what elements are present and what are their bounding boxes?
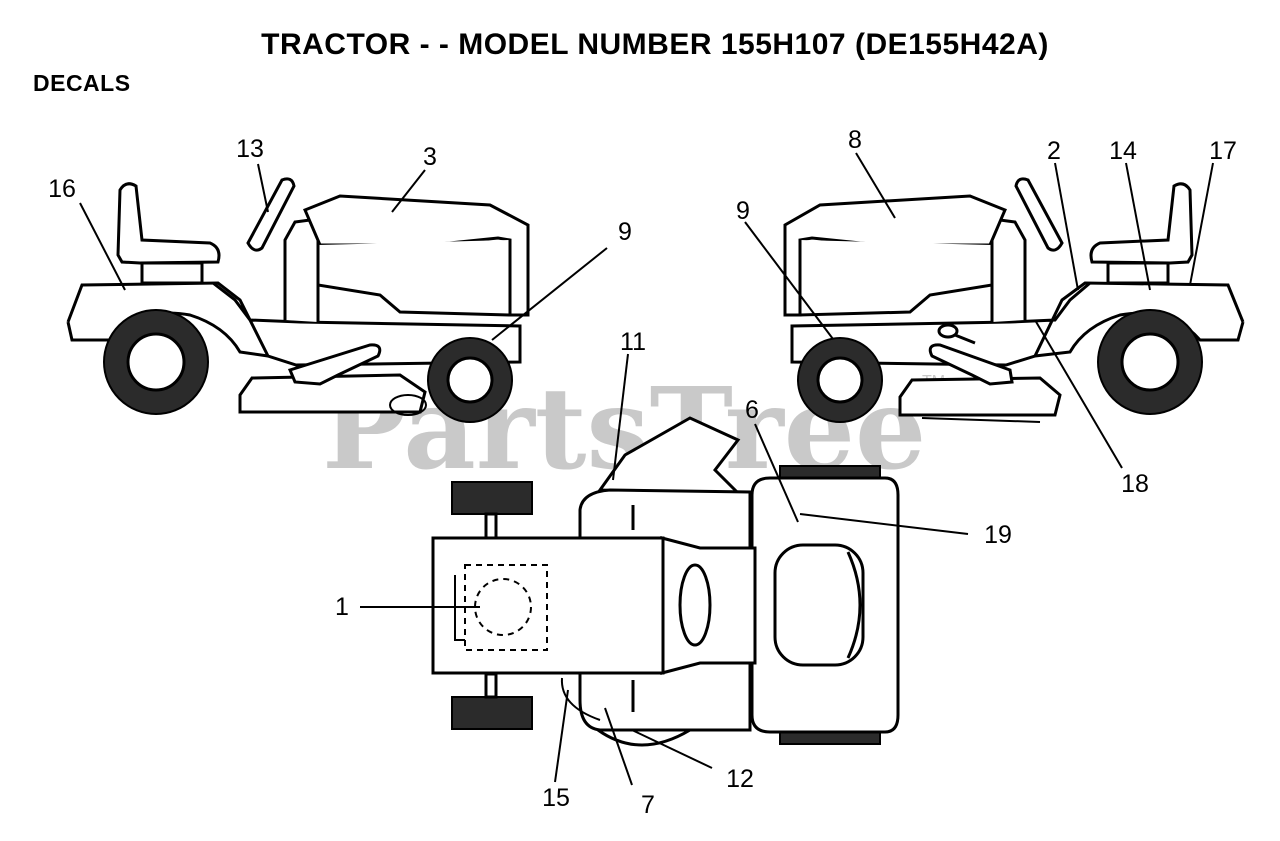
right-rear-hub: [1120, 332, 1180, 392]
callout-16: 16: [48, 175, 76, 203]
callout-14: 14: [1109, 137, 1137, 165]
leader-9-left: [491, 247, 608, 341]
callout-11: 11: [620, 328, 646, 356]
leader-11: [612, 353, 629, 481]
right-steering-wheel: [1014, 177, 1064, 252]
callout-17: 17: [1209, 137, 1237, 165]
callout-2: 2: [1047, 137, 1061, 165]
section-label: DECALS: [33, 70, 131, 96]
leader-lines: [79, 152, 1214, 786]
leader-9-right: [744, 221, 834, 340]
left-hood-side: [316, 240, 512, 317]
top-deck-skirt: [597, 728, 691, 747]
top-hood-decal-edge: [454, 575, 465, 641]
right-seat-base: [1106, 261, 1170, 285]
left-front-hub: [446, 356, 494, 404]
leader-2: [1054, 162, 1079, 291]
page-title: TRACTOR - - MODEL NUMBER 155H107 (DE155H…: [261, 28, 1049, 61]
callout-3: 3: [423, 143, 437, 171]
leader-7: [604, 707, 633, 786]
leader-16: [79, 202, 126, 291]
left-rear-hub: [126, 332, 186, 392]
top-steering-wheel: [678, 563, 712, 647]
tractor-top-view: [431, 416, 900, 747]
callout-12: 12: [726, 765, 754, 793]
callout-13: 13: [236, 135, 264, 163]
right-hood-side: [798, 240, 994, 317]
leader-3: [391, 169, 426, 213]
left-foot-board: [287, 343, 382, 386]
left-seat-base: [140, 261, 204, 285]
left-seat: [116, 182, 221, 265]
right-steering-column: [990, 218, 1027, 322]
right-lift-lever-knob: [937, 323, 959, 339]
left-mower-deck: [238, 373, 427, 414]
leader-14: [1125, 162, 1151, 291]
top-front-tire-lower: [451, 696, 533, 730]
right-deck-skid: [921, 417, 1041, 423]
leader-12: [631, 729, 713, 769]
right-front-hub: [816, 356, 864, 404]
callout-labels: 16 13 3 9 9 8 2 14 17 18 11 6 19 1 12 7 …: [48, 126, 1237, 819]
leader-17: [1189, 162, 1214, 286]
leader-18: [1034, 319, 1123, 469]
top-seat-back: [846, 551, 862, 659]
top-rear-hitch: [560, 677, 601, 721]
right-mower-deck: [898, 376, 1062, 417]
top-seat: [773, 543, 865, 667]
callout-8: 8: [848, 126, 862, 154]
left-deck-chute: [389, 394, 427, 416]
leader-15: [554, 689, 569, 783]
tractor-left-side-view: [66, 177, 530, 423]
callout-9-left: 9: [618, 218, 632, 246]
top-hood-decal-circle: [474, 578, 532, 636]
callout-1: 1: [335, 593, 349, 621]
leader-8: [855, 152, 896, 219]
top-front-axle-upper: [484, 512, 498, 540]
leader-13: [257, 163, 269, 213]
leader-6: [754, 423, 799, 523]
callout-15: 15: [542, 784, 570, 812]
right-lift-lever: [954, 333, 976, 345]
callout-7: 7: [641, 791, 655, 819]
right-foot-board: [928, 343, 1014, 386]
right-seat: [1089, 182, 1194, 265]
left-steering-wheel: [246, 177, 296, 252]
leader-19: [799, 513, 969, 535]
left-steering-column: [283, 218, 320, 322]
top-front-tire-upper: [451, 481, 533, 515]
top-front-axle-lower: [484, 672, 498, 699]
callout-9-right: 9: [736, 197, 750, 225]
callout-18: 18: [1121, 470, 1149, 498]
callout-19: 19: [984, 521, 1012, 549]
tractor-right-side-view: [783, 177, 1245, 423]
callout-6: 6: [745, 396, 759, 424]
